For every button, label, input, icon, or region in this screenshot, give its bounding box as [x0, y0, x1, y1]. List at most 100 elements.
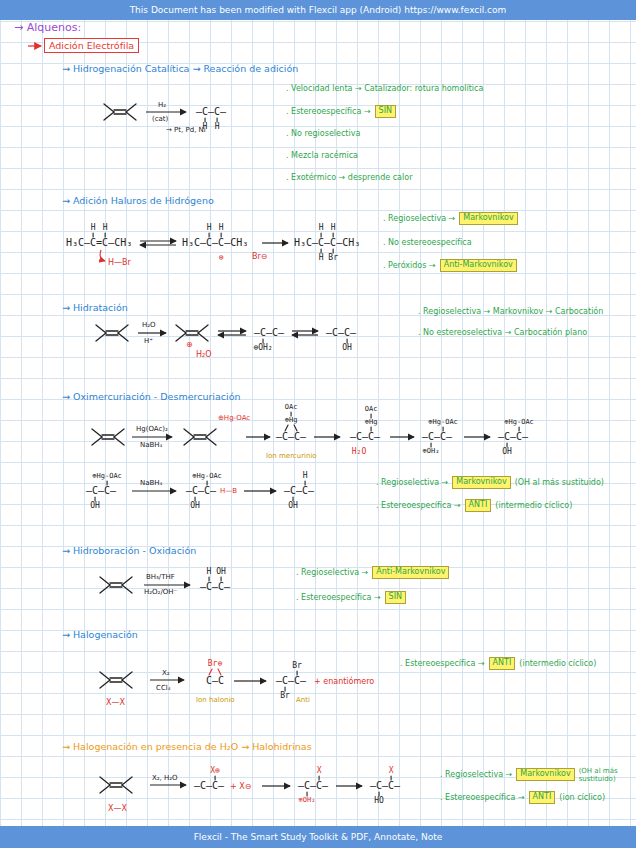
chem-label: H₂O: [196, 350, 212, 359]
chem-formula: —C—C—: [350, 432, 380, 442]
chem-label: ⊕Hg-OAc: [428, 419, 458, 426]
property-note: (OH al más sustituido): [579, 767, 630, 783]
node-text: Adición Electrófila: [49, 40, 134, 51]
node-text: ANTI: [493, 658, 512, 668]
section-heading: → Adición Haluros de Hidrógeno: [62, 196, 214, 207]
bond-line: [221, 577, 222, 581]
property-note: . Estereoespecífica →: [286, 107, 371, 116]
bond-line: [319, 776, 320, 780]
electron-arrow: [100, 250, 105, 261]
chem-formula: —C—C—: [200, 582, 230, 592]
bond-line: [94, 497, 95, 501]
highlight-tag: Markovnikov: [459, 212, 517, 224]
chem-formula: —C—C—: [284, 486, 314, 496]
chem-label: H⁺: [144, 337, 153, 345]
bond-line: [209, 233, 210, 237]
chem-label: H—Br: [108, 258, 131, 267]
highlight-tag: SIN: [385, 591, 406, 603]
reaction-arrows: [132, 112, 490, 786]
chem-label: ⊕Hg: [365, 419, 378, 426]
highlight-tag: ANTI: [529, 791, 556, 803]
property-note: . Exotérmico → desprende calor: [286, 173, 412, 182]
node-text: Markovnikov: [463, 213, 513, 223]
chem-label: OAc: [365, 406, 378, 413]
node-text: SIN: [379, 106, 392, 116]
property-note: . Velocidad lenta → Catalizador: rotura …: [286, 84, 483, 93]
property-note: . Estereoespecífica →: [400, 659, 485, 668]
bond-line: [218, 669, 221, 675]
intermediate-name: Ion halonio: [196, 696, 235, 704]
property-note: . Regioselectiva →: [376, 478, 448, 487]
highlight-tag: Markovnikov: [516, 768, 574, 780]
chem-label: H: [207, 568, 212, 576]
chem-label: H: [91, 224, 96, 232]
chem-label: H: [219, 224, 224, 232]
bond-line: [306, 792, 307, 796]
bond-line: [204, 118, 205, 122]
chem-formula: —C—C—: [196, 107, 226, 117]
highlight-tag: Markovnikov: [452, 476, 510, 488]
chem-label: ⊕Hg: [285, 417, 298, 424]
chem-label: ⊕Hg-OAc: [218, 414, 250, 422]
chem-label: Hg(OAc)₂: [136, 425, 168, 433]
chem-label: + enantiómero: [314, 677, 374, 686]
chem-label: Br: [328, 254, 338, 262]
bond-line: [333, 233, 334, 237]
chem-formula: —C—C—: [422, 432, 452, 442]
bond-line: [208, 577, 209, 581]
bond-line: [217, 118, 218, 122]
chem-label: X—X: [106, 698, 125, 707]
chem-label: ⊕: [186, 340, 193, 349]
chem-formula: H₃C—C—C—CH₃: [294, 238, 360, 248]
bond-line: [305, 481, 306, 485]
watermark-band: Flexcil - The Smart Study Toolkit & PDF,…: [0, 826, 636, 848]
property-note: . Estereoespecífica →: [440, 793, 525, 802]
chem-label: Br⊖: [252, 252, 267, 261]
node-text: Markovnikov: [456, 477, 506, 487]
property-note: . Peróxidos →: [383, 261, 436, 270]
chem-formula: —C—C—: [186, 486, 216, 496]
chem-label: BH₃/THF: [146, 573, 175, 581]
property-note: (ion cíclico): [559, 793, 605, 802]
chem-formula: —C—C—: [276, 676, 306, 686]
chem-label: X: [317, 767, 322, 775]
chem-label: ⊕OH₂: [423, 448, 440, 455]
property-note: . Regioselectiva → Markovnikov → Carboca…: [418, 307, 603, 316]
section-heading: → Halogenación: [62, 630, 138, 641]
property-note: . No estereoespecífica: [383, 238, 472, 247]
chem-label: ⊕OH₂: [299, 797, 316, 804]
bond-line: [207, 481, 208, 485]
bond-line: [371, 427, 372, 431]
bond-line: [321, 249, 322, 253]
node-text: Anti-Markovnikov: [376, 567, 445, 577]
chem-label: H: [203, 123, 208, 131]
bond-line: [297, 671, 298, 675]
property-note: . Estereoespecífica →: [376, 501, 461, 510]
intermediate-name: Ion mercurinio: [266, 452, 317, 460]
chem-formula: H₃C—C—C—CH₃: [182, 238, 248, 248]
chem-label: H₂: [158, 101, 166, 109]
chem-label: OH: [502, 448, 512, 456]
bond-line: [321, 233, 322, 237]
section-heading: → Hidratación: [62, 303, 128, 314]
bond-line: [391, 776, 392, 780]
chem-label: H₂O: [352, 448, 366, 456]
chem-label: X₂, H₂O: [152, 774, 178, 782]
chem-label: OH: [190, 502, 200, 510]
node-text: SIN: [389, 592, 402, 602]
chem-label: H₂O₂/OH⁻: [144, 588, 177, 596]
chem-formula: —C—C—: [194, 781, 224, 791]
intermediate-name: Anti: [296, 696, 310, 704]
node-text: Markovnikov: [520, 769, 570, 779]
chem-label: H: [319, 254, 324, 262]
bond-line: [378, 792, 379, 796]
node-text: ANTI: [533, 792, 552, 802]
alkene-skeletons: [92, 104, 216, 793]
bond-line: [430, 443, 431, 447]
chem-label: OH: [90, 502, 100, 510]
chem-label: H: [207, 224, 212, 232]
highlight-tag: ANTI: [465, 499, 492, 511]
bond-line: [284, 687, 285, 691]
chem-label: H₂O: [142, 321, 156, 329]
